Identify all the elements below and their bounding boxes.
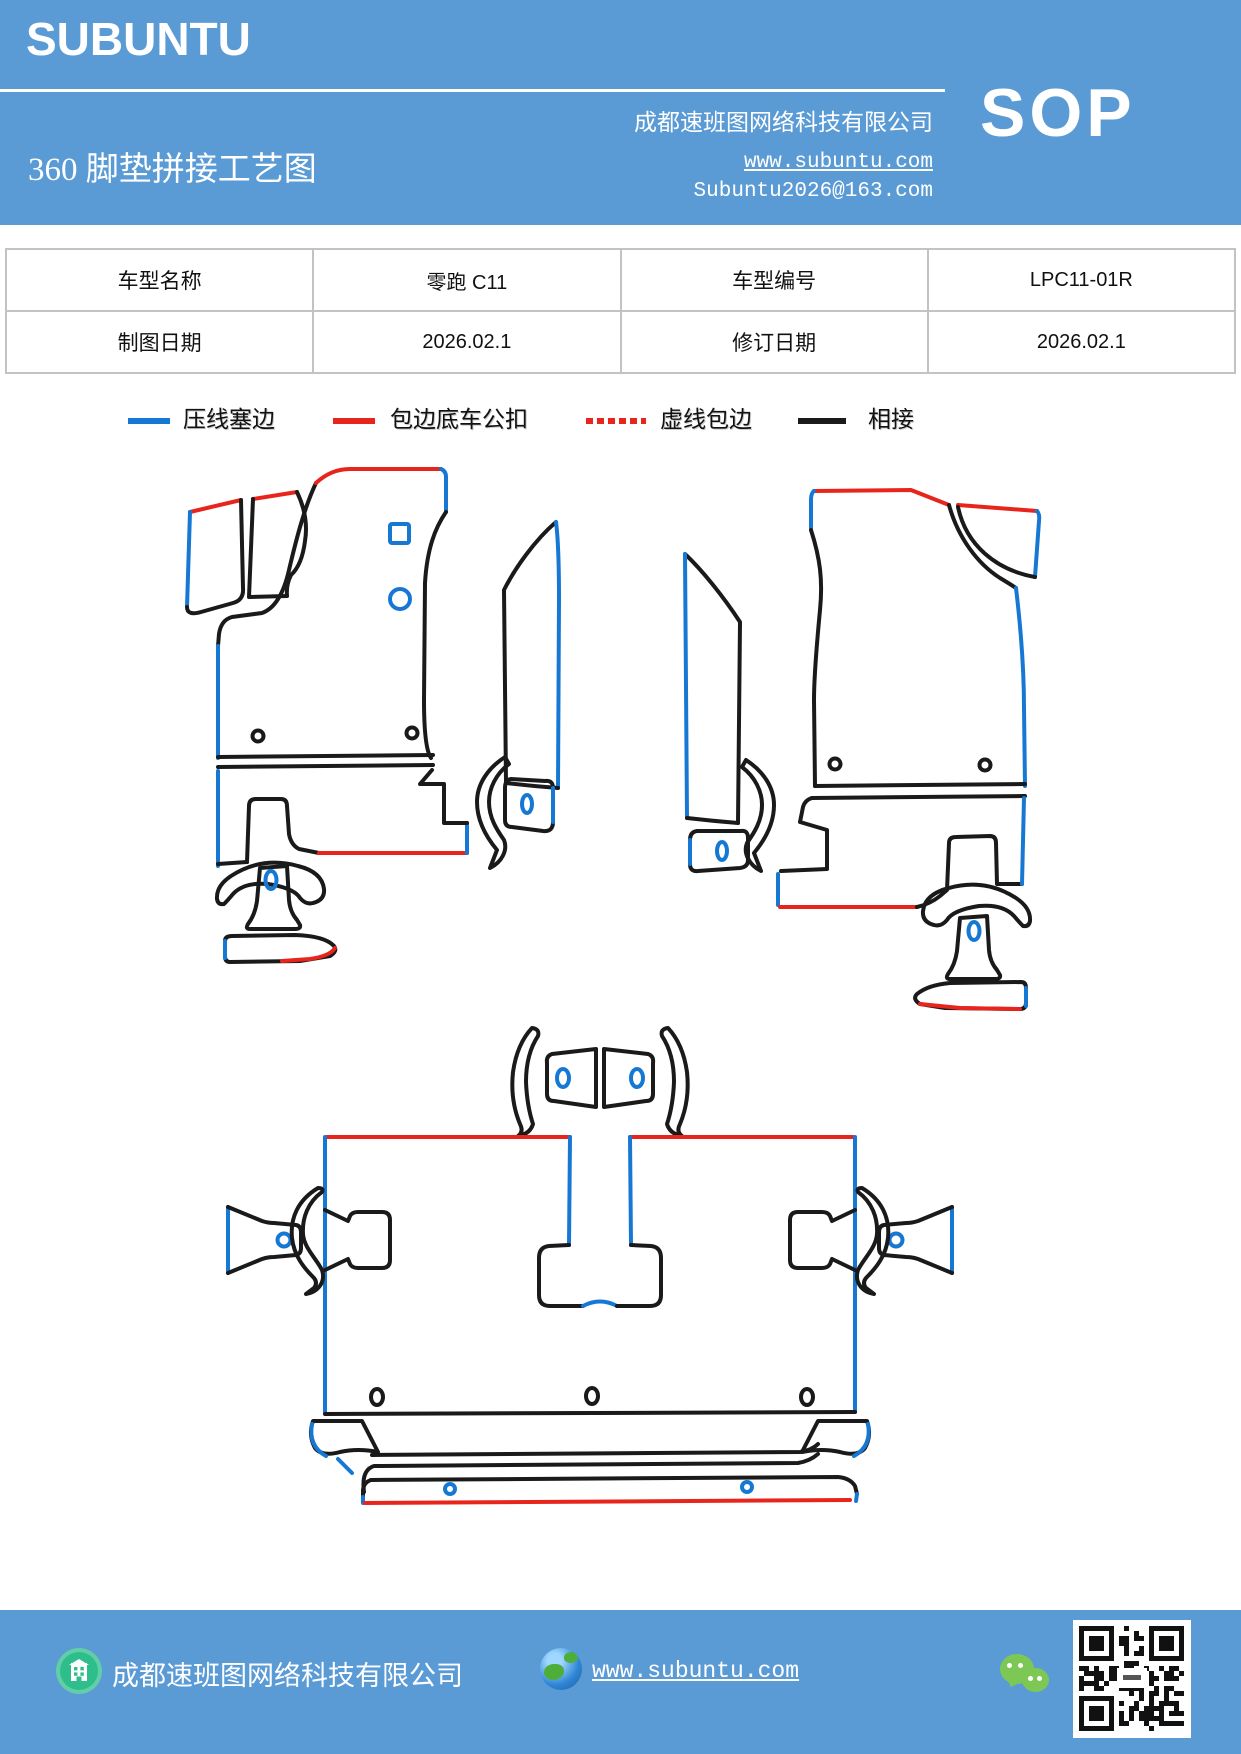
footer: 成都速班图网络科技有限公司 www.subuntu.com: [0, 1610, 1241, 1754]
right-front-mat-diagram: [683, 488, 1042, 1011]
line-type-legend: 压线塞边 包边底车公扣 虚线包边 相接: [0, 398, 1241, 440]
page-title: 360 脚垫拼接工艺图: [28, 152, 317, 188]
draw-date-value: 2026.02.1: [312, 310, 622, 374]
model-code-value: LPC11-01R: [926, 248, 1237, 312]
footer-company-name: 成都速班图网络科技有限公司: [112, 1661, 463, 1691]
brand-logo: SUBUNTU: [26, 13, 251, 65]
building-icon: [56, 1648, 102, 1694]
legend-dashed-swatch: [586, 418, 646, 424]
header: SUBUNTU 360 脚垫拼接工艺图 成都速班图网络科技有限公司 SOP ww…: [0, 0, 1241, 225]
legend-label: 包边底车公扣: [390, 407, 528, 432]
legend-label: 相接: [868, 407, 914, 432]
legend-blue-swatch: [128, 418, 170, 424]
model-name-label: 车型名称: [4, 248, 315, 312]
model-code-label: 车型编号: [619, 248, 929, 312]
revise-date-value: 2026.02.1: [926, 310, 1237, 374]
legend-black-swatch: [798, 418, 846, 424]
left-front-mat-diagram: [185, 467, 561, 964]
header-email: Subuntu2026@163.com: [693, 180, 933, 203]
header-divider: [0, 89, 945, 92]
globe-icon: [540, 1648, 582, 1690]
legend-label: 压线塞边: [183, 407, 275, 432]
footer-website-link[interactable]: www.subuntu.com: [592, 1658, 800, 1684]
table-row: 车型名称 零跑 C11 车型编号 LPC11-01R: [4, 248, 1237, 312]
square-hole: [388, 522, 411, 545]
draw-date-label: 制图日期: [4, 310, 315, 374]
legend-red-swatch: [333, 418, 375, 424]
qr-code: [1073, 1620, 1191, 1738]
wechat-icon: [1000, 1654, 1052, 1706]
rear-row-mat-diagram: [226, 1026, 954, 1505]
header-company-name: 成都速班图网络科技有限公司: [634, 110, 933, 135]
doc-type-label: SOP: [980, 75, 1136, 151]
legend-label: 虚线包边: [660, 407, 752, 432]
model-name-value: 零跑 C11: [312, 248, 622, 312]
header-website-link[interactable]: www.subuntu.com: [743, 151, 933, 174]
vehicle-info-table: 车型名称 零跑 C11 车型编号 LPC11-01R 制图日期 2026.02.…: [4, 248, 1237, 374]
round-hole: [388, 587, 412, 611]
revise-date-label: 修订日期: [619, 310, 929, 374]
mat-splicing-diagram: [185, 467, 1042, 1505]
table-row: 制图日期 2026.02.1 修订日期 2026.02.1: [4, 310, 1237, 374]
